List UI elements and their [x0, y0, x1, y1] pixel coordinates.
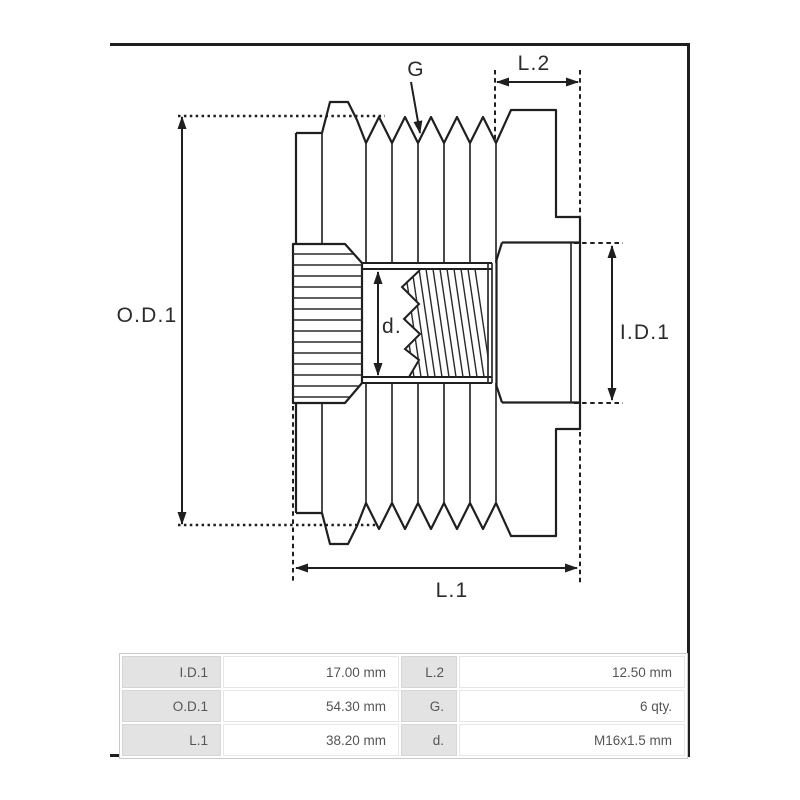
groove-lines [365, 143, 497, 503]
spec-label-cell: L.2 [401, 656, 457, 688]
label-l1: L.1 [436, 579, 469, 602]
threaded-bore [362, 262, 493, 384]
label-d: d. [382, 315, 402, 338]
pulley-body-outline [294, 100, 582, 546]
break-line [400, 269, 422, 378]
label-id1: I.D.1 [620, 321, 670, 344]
dimension-od1: O.D.1 [117, 114, 385, 527]
spec-value-cell: 38.20 mm [223, 724, 399, 756]
thread-hatch [402, 269, 488, 377]
end-cap [495, 241, 582, 404]
spec-value-cell: 12.50 mm [459, 656, 685, 688]
spec-label-cell: d. [401, 724, 457, 756]
label-g: G [407, 58, 425, 81]
spec-value-cell: 54.30 mm [223, 690, 399, 722]
spec-value-cell: M16x1.5 mm [459, 724, 685, 756]
label-od1: O.D.1 [117, 304, 178, 327]
knurled-hub [291, 242, 364, 405]
spec-table: I.D.1 17.00 mm L.2 12.50 mm O.D.1 54.30 … [119, 653, 688, 759]
spec-label-cell: L.1 [122, 724, 221, 756]
table-row: L.1 38.20 mm d. M16x1.5 mm [122, 724, 685, 756]
dimension-l1: L.1 [292, 406, 581, 602]
spec-label-cell: G. [401, 690, 457, 722]
spec-value-cell: 17.00 mm [223, 656, 399, 688]
table-row: O.D.1 54.30 mm G. 6 qty. [122, 690, 685, 722]
image-frame [110, 43, 690, 757]
label-l2: L.2 [518, 52, 551, 75]
table-row: I.D.1 17.00 mm L.2 12.50 mm [122, 656, 685, 688]
spec-value-cell: 6 qty. [459, 690, 685, 722]
pulley-bottom-profile [296, 403, 582, 546]
dimension-l2: L.2 [494, 52, 581, 216]
dimension-g: G [407, 58, 425, 134]
spec-label-cell: O.D.1 [122, 690, 221, 722]
spec-label-cell: I.D.1 [122, 656, 221, 688]
dimension-d: d. [373, 271, 402, 376]
dimension-id1: I.D.1 [574, 242, 670, 404]
pulley-top-profile [296, 100, 582, 243]
